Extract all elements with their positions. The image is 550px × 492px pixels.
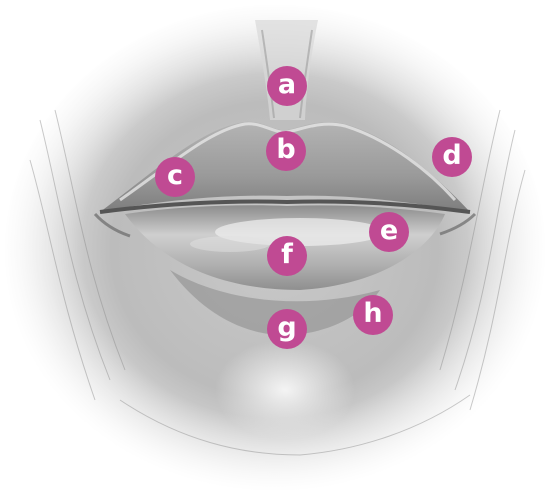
label-marker-e: e: [369, 212, 409, 252]
label-marker-f: f: [267, 236, 307, 276]
label-marker-a: a: [267, 66, 307, 106]
label-marker-c: c: [155, 157, 195, 197]
label-marker-g: g: [267, 309, 307, 349]
label-marker-b: b: [266, 131, 306, 171]
label-marker-h: h: [353, 295, 393, 335]
label-marker-d: d: [432, 137, 472, 177]
